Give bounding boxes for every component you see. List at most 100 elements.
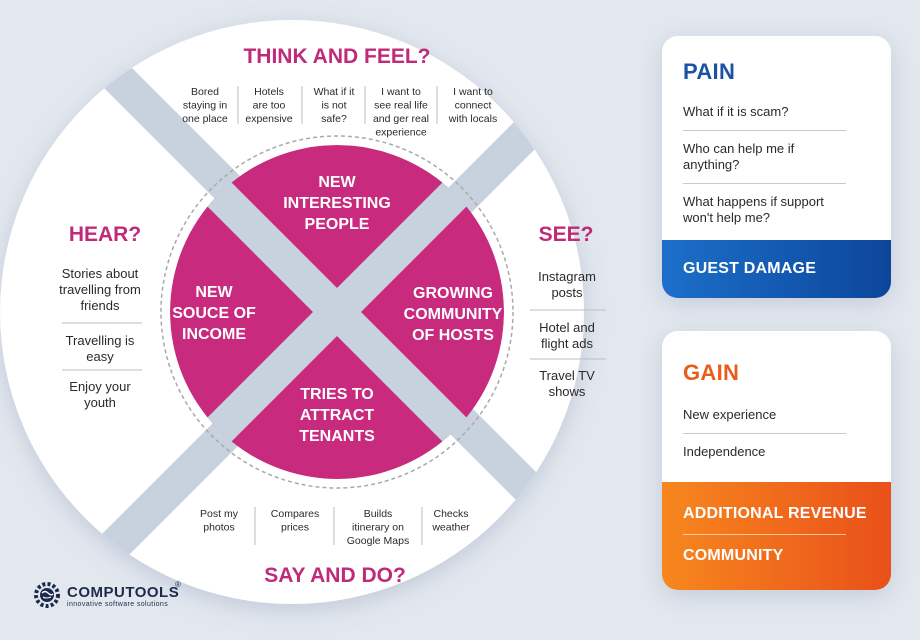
say-do-items: Post my photos Compares prices Builds itinera…	[200, 508, 470, 547]
inner-top-label-line: NEW	[318, 174, 356, 191]
hear-title: HEAR?	[69, 223, 141, 246]
gain-card: GAIN New experience Independence ADDITIO…	[662, 331, 891, 590]
think-feel-item-line: expensive	[245, 113, 292, 125]
hear-item-line: youth	[84, 395, 116, 410]
pain-item: What if it is scam?	[683, 94, 846, 131]
logo-tagline: innovative software solutions	[67, 601, 169, 608]
say-do-item-line: prices	[281, 522, 309, 534]
gain-band-label: ADDITIONAL REVENUE	[683, 505, 867, 522]
see-item-line: Instagram	[538, 269, 596, 284]
say-do-item-line: Builds	[364, 508, 393, 520]
dashed-ring	[160, 135, 514, 489]
inner-top-label: NEW INTERESTING PEOPLE	[283, 174, 391, 233]
think-feel-item-line: see real life	[374, 100, 428, 112]
pain-item: Who can help me if anything?	[683, 131, 846, 184]
gear-globe-icon	[34, 582, 60, 608]
think-feel-item-line: I want to	[381, 86, 421, 98]
see-item-line: posts	[551, 285, 583, 300]
gain-title: GAIN	[683, 360, 740, 385]
computools-logo: COMPUTOOLS ® innovative software solutio…	[31, 580, 191, 610]
inner-left-label: NEW SOUCE OF INCOME	[172, 284, 256, 343]
think-feel-item-line: safe?	[321, 113, 347, 125]
gain-list: New experience Independence	[683, 397, 846, 469]
see-item-line: shows	[549, 384, 586, 399]
think-feel-item-line: one place	[182, 113, 228, 125]
say-do-item-line: Post my	[200, 508, 239, 520]
hear-item-line: easy	[86, 349, 114, 364]
inner-left-label-line: INCOME	[182, 326, 246, 343]
say-do-item-line: photos	[203, 522, 235, 534]
pain-band-label: GUEST DAMAGE	[683, 260, 817, 277]
think-feel-item-line: staying in	[183, 100, 228, 112]
think-feel-item-line: are too	[253, 100, 286, 112]
inner-band-2	[170, 145, 504, 479]
pain-card: PAIN What if it is scam? Who can help me…	[662, 36, 891, 298]
gain-item: Independence	[683, 443, 766, 459]
inner-left-label-line: SOUCE OF	[172, 305, 256, 322]
hear-item-line: travelling from	[59, 282, 141, 297]
gain-band-label: COMMUNITY	[683, 547, 784, 564]
see-item-line: Hotel and	[539, 320, 595, 335]
logo-registered: ®	[175, 580, 181, 589]
say-do-item-line: itinerary on	[352, 522, 404, 534]
inner-right-label-line: GROWING	[413, 285, 493, 302]
think-feel-title: THINK AND FEEL?	[243, 45, 430, 68]
inner-circle	[170, 145, 504, 479]
see-item-line: flight ads	[541, 336, 594, 351]
inner-bottom-label-line: TENANTS	[299, 428, 375, 445]
think-feel-item-line: connect	[455, 100, 492, 112]
inner-right-label-line: COMMUNITY	[404, 306, 503, 323]
pain-item: What happens if support won't help me?	[683, 193, 824, 226]
inner-right-label: GROWING COMMUNITY OF HOSTS	[404, 285, 503, 344]
gain-band: ADDITIONAL REVENUE COMMUNITY	[662, 482, 891, 590]
say-do-title: SAY AND DO?	[264, 564, 406, 587]
think-feel-item-line: Bored	[191, 86, 219, 98]
pain-list: What if it is scam? Who can help me if a…	[683, 94, 846, 236]
say-do-item-line: Google Maps	[347, 535, 409, 547]
think-feel-item-line: and ger real	[373, 113, 429, 125]
think-feel-item-line: Hotels	[254, 86, 284, 98]
inner-bottom-label-line: TRIES TO	[300, 386, 374, 403]
say-do-item: Compares prices	[271, 508, 319, 534]
think-feel-item-line: experience	[375, 127, 427, 139]
think-feel-item-line: I want to	[453, 86, 493, 98]
see-item-line: Travel TV	[539, 368, 595, 383]
hear-item-line: Travelling is	[66, 333, 135, 348]
see-title: SEE?	[539, 223, 594, 246]
inner-top-label-line: PEOPLE	[305, 216, 370, 233]
hear-item-line: friends	[80, 298, 120, 313]
pain-band: GUEST DAMAGE	[662, 240, 891, 298]
say-do-item-line: Checks	[433, 508, 468, 520]
inner-top-label-line: INTERESTING	[283, 195, 391, 212]
think-feel-item-line: with locals	[448, 113, 497, 125]
say-do-item-line: Compares	[271, 508, 319, 520]
hear-item-line: Stories about	[62, 266, 139, 281]
inner-labels: NEW INTERESTING PEOPLE NEW SOUCE OF INCOME GRO…	[172, 174, 502, 445]
inner-left-label-line: NEW	[195, 284, 233, 301]
inner-right-label-line: OF HOSTS	[412, 327, 494, 344]
say-do-item: Post my photos	[200, 508, 239, 534]
think-feel-item-line: What if it	[314, 86, 355, 98]
logo-name: COMPUTOOLS	[67, 584, 180, 601]
hear-item-line: Enjoy your	[69, 379, 131, 394]
pain-title: PAIN	[683, 59, 736, 84]
think-feel-item-line: is not	[321, 100, 346, 112]
